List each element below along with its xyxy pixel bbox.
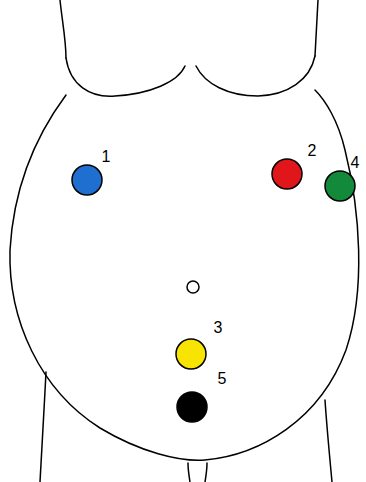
callout-number: 4 bbox=[351, 155, 360, 171]
red-marker bbox=[272, 159, 302, 189]
left-leg-line bbox=[40, 372, 46, 482]
callout-number: 5 bbox=[218, 371, 227, 387]
callout-number: 2 bbox=[308, 143, 317, 159]
yellow-marker bbox=[176, 339, 206, 369]
right-leg-line bbox=[325, 400, 332, 482]
navel-marker bbox=[187, 281, 199, 293]
inner-leg-line bbox=[205, 463, 207, 482]
blue-marker bbox=[72, 165, 102, 195]
callout-number: 3 bbox=[214, 320, 223, 336]
torso-right-line bbox=[315, 0, 318, 56]
inner-leg-line bbox=[188, 463, 190, 482]
green-marker bbox=[325, 171, 355, 201]
belly-outline bbox=[10, 90, 359, 460]
callout-number: 1 bbox=[102, 149, 111, 165]
right-breast bbox=[196, 56, 315, 96]
torso-left-line bbox=[60, 0, 66, 58]
black-marker bbox=[177, 392, 207, 422]
left-breast bbox=[66, 58, 185, 96]
